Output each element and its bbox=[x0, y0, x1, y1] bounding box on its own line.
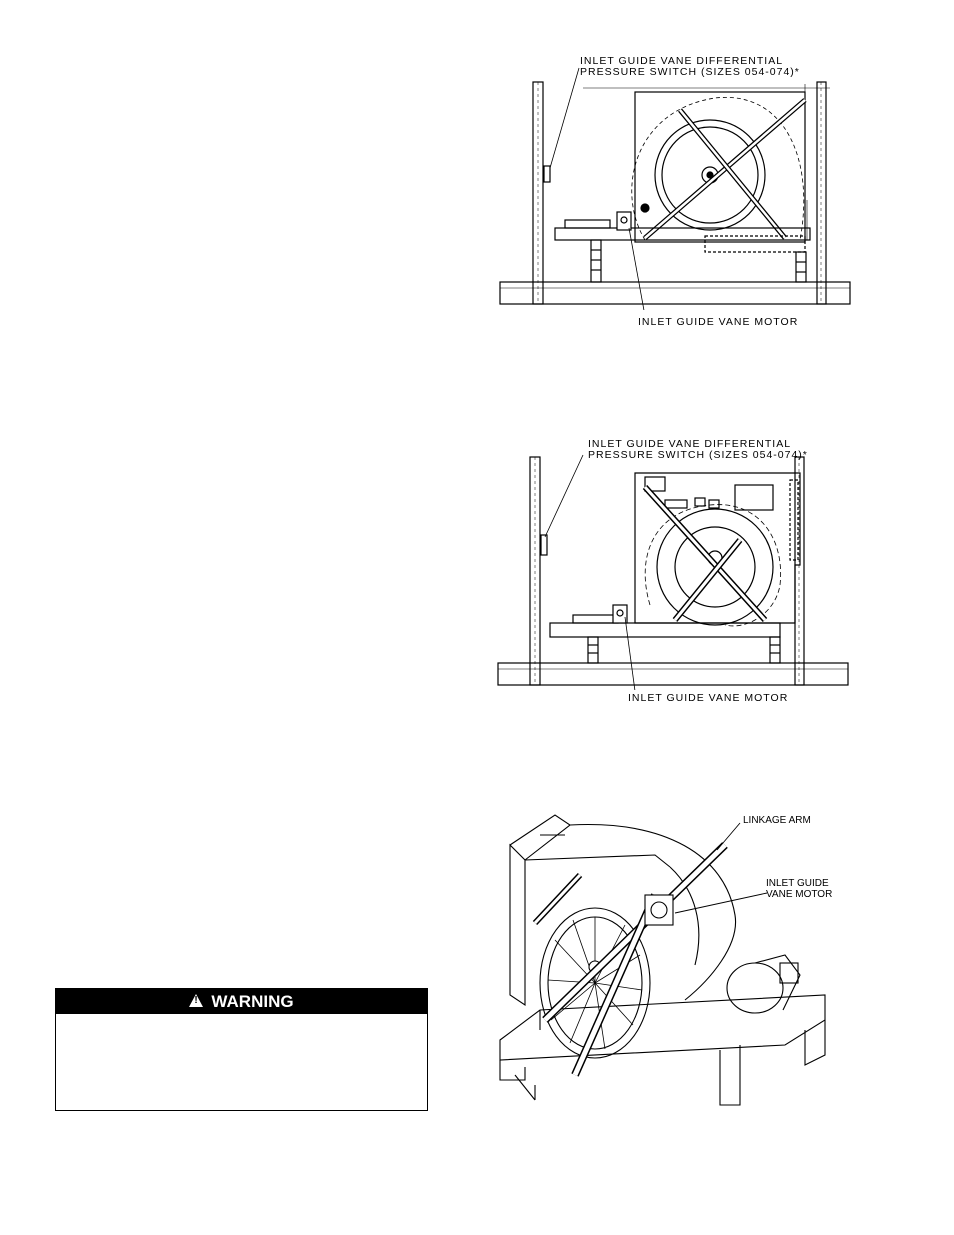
figure-3-fan-perspective-view bbox=[499, 814, 826, 1106]
figure-2-fan-side-view bbox=[497, 454, 849, 690]
figure-1-fan-side-view bbox=[499, 67, 851, 310]
warning-box: WARNING bbox=[55, 988, 428, 1111]
fig1-switch-label-line2: PRESSURE SWITCH (SIZES 054-074)* bbox=[580, 66, 800, 78]
warning-header: WARNING bbox=[56, 989, 427, 1014]
fig1-motor-label: INLET GUIDE VANE MOTOR bbox=[638, 316, 799, 328]
warning-triangle-icon bbox=[189, 994, 204, 1007]
fig2-motor-label: INLET GUIDE VANE MOTOR bbox=[628, 692, 789, 704]
fig2-switch-label-line1: INLET GUIDE VANE DIFFERENTIAL bbox=[588, 438, 792, 450]
warning-title: WARNING bbox=[211, 991, 294, 1011]
fig2-switch-label-line2: PRESSURE SWITCH (SIZES 054-074)* bbox=[588, 449, 808, 461]
fig3-motor-label-line1: INLET GUIDE bbox=[766, 878, 829, 889]
fig3-motor-label-line2: VANE MOTOR bbox=[766, 889, 833, 900]
fig1-switch-label-line1: INLET GUIDE VANE DIFFERENTIAL bbox=[580, 55, 784, 67]
fig3-linkage-label: LINKAGE ARM bbox=[743, 815, 811, 826]
